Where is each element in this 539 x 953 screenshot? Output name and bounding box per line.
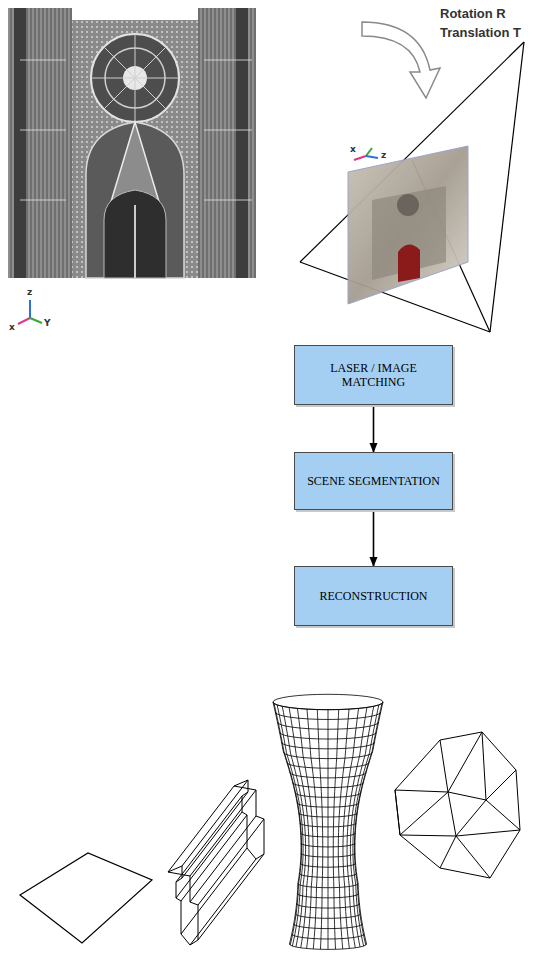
laser-scan bbox=[8, 8, 256, 324]
box-label: LASER / IMAGE MATCHING bbox=[295, 357, 452, 394]
vase-mesh bbox=[273, 694, 383, 949]
camera-view bbox=[300, 42, 524, 332]
flow-arrow bbox=[373, 405, 375, 452]
box-label: RECONSTRUCTION bbox=[311, 585, 435, 607]
process-box: SCENE SEGMENTATION bbox=[294, 452, 453, 510]
transform-label: Translation T bbox=[440, 25, 521, 40]
box-label: SCENE SEGMENTATION bbox=[299, 470, 448, 492]
triangle-mesh bbox=[395, 732, 520, 878]
axis-label: z bbox=[27, 287, 32, 297]
axis-label: x bbox=[9, 322, 15, 332]
process-box: LASER / IMAGE MATCHING bbox=[294, 345, 453, 405]
axis-label: z bbox=[381, 150, 386, 160]
process-box: RECONSTRUCTION bbox=[294, 566, 453, 626]
flow-arrow bbox=[373, 510, 375, 566]
transform-arrow bbox=[362, 22, 440, 98]
transform-label: Rotation R bbox=[440, 6, 506, 21]
axis-label: Y bbox=[44, 318, 51, 328]
molding-primitive bbox=[168, 780, 264, 945]
plane-primitive bbox=[20, 853, 152, 943]
image-plane bbox=[348, 146, 468, 304]
axis-label: x bbox=[350, 144, 356, 154]
